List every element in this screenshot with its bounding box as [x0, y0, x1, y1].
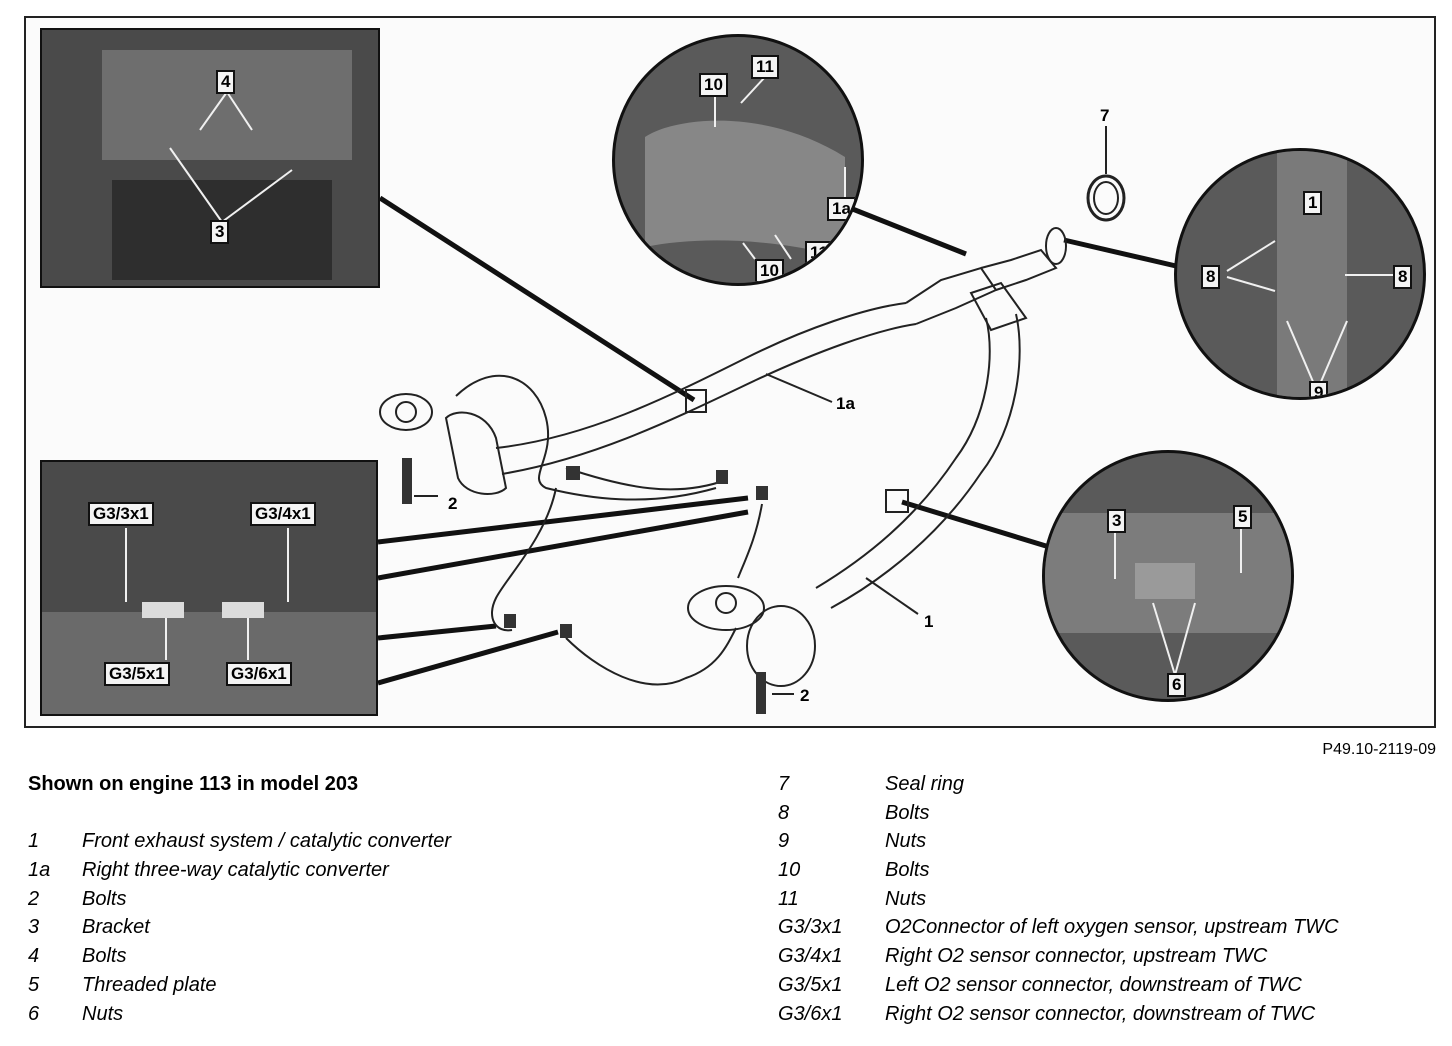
legend-key: 3: [28, 916, 40, 938]
legend-desc: Front exhaust system / catalytic convert…: [82, 830, 452, 852]
legend-key: 10: [778, 859, 801, 881]
callout-g3-6x1: G3/6x1: [226, 662, 292, 686]
figure-reference-code: P49.10-2119-09: [1322, 741, 1436, 758]
callout-1-circle: 1: [1303, 191, 1323, 215]
callout-8-right: 8: [1393, 265, 1413, 289]
legend-desc: Bracket: [82, 916, 150, 938]
legend-key: 9: [778, 830, 790, 852]
callout-11-bottom: 11: [805, 241, 833, 265]
inset-photo-bottom-left-drawing: [42, 528, 376, 714]
callout-1a: 1a: [836, 394, 855, 413]
callout-1a-circle: 1a: [827, 197, 856, 221]
legend-desc: O2Connector of left oxygen sensor, upstr…: [885, 916, 1339, 938]
callout-2-upper: 2: [448, 494, 458, 513]
legend-desc: Bolts: [82, 945, 127, 967]
inset-circle-bottom-right: 3 5 6: [1042, 450, 1294, 702]
legend-key: G3/3x1: [778, 916, 843, 938]
callout-4: 4: [216, 70, 236, 94]
callout-8-left: 8: [1201, 265, 1221, 289]
legend-key: 7: [778, 773, 790, 795]
callout-5-circle: 5: [1233, 505, 1253, 529]
legend-desc: Bolts: [82, 888, 127, 910]
callout-g3-4x1: G3/4x1: [250, 502, 316, 526]
legend-title: Shown on engine 113 in model 203: [28, 773, 359, 795]
legend-desc: Right O2 sensor connector, downstream of…: [885, 1003, 1316, 1025]
callout-11-top: 11: [751, 55, 779, 79]
callout-10-top: 10: [699, 73, 728, 97]
legend-key: 8: [778, 802, 790, 824]
legend-key: 1a: [28, 859, 51, 881]
callout-10-bottom: 10: [755, 259, 784, 283]
legend-key: G3/6x1: [778, 1003, 843, 1025]
callout-6-circle: 6: [1167, 673, 1187, 697]
callout-1: 1: [924, 612, 934, 631]
callout-7: 7: [1100, 106, 1110, 125]
callout-3: 3: [210, 220, 230, 244]
exhaust-diagram: 4 3 G3/3x1 G3/4x1 G3/5x1 G3/6x1: [24, 16, 1436, 728]
legend-desc: Left O2 sensor connector, downstream of …: [885, 974, 1302, 996]
legend-key: 2: [28, 888, 40, 910]
legend-key: 4: [28, 945, 40, 967]
legend-desc: Bolts: [885, 802, 930, 824]
legend-key: 11: [778, 888, 799, 910]
inset-photo-bottom-left: G3/3x1 G3/4x1 G3/5x1 G3/6x1: [40, 460, 378, 716]
callout-3-circle: 3: [1107, 509, 1127, 533]
inset-photo-top-left-drawing: [102, 50, 352, 280]
inset-circle-right: 1 8 8 9: [1174, 148, 1426, 400]
legend-desc: Nuts: [885, 830, 927, 852]
legend-key: G3/5x1: [778, 974, 843, 996]
legend-desc: Nuts: [82, 1003, 124, 1025]
legend-desc: Nuts: [885, 888, 927, 910]
legend-desc: Threaded plate: [82, 974, 217, 996]
inset-photo-top-left: 4 3: [40, 28, 380, 288]
inset-circle-bottom-right-drawing: [1045, 513, 1291, 676]
legend-desc: Right three-way catalytic converter: [82, 859, 389, 881]
legend-key: 6: [28, 1003, 40, 1025]
callout-g3-5x1: G3/5x1: [104, 662, 170, 686]
inset-circle-top: 10 11 1a 10 11: [612, 34, 864, 286]
legend-desc: Right O2 sensor connector, upstream TWC: [885, 945, 1268, 967]
legend-key: 1: [28, 830, 40, 852]
exhaust-line-drawing: [377, 126, 1177, 714]
legend-desc: Seal ring: [885, 773, 964, 795]
callout-g3-3x1: G3/3x1: [88, 502, 154, 526]
inset-circle-top-drawing: [645, 76, 846, 260]
legend-key: 5: [28, 974, 40, 996]
callout-9-circle: 9: [1309, 381, 1329, 397]
legend-key: G3/4x1: [778, 945, 843, 967]
legend-desc: Bolts: [885, 859, 930, 881]
callout-2-lower: 2: [800, 686, 810, 705]
